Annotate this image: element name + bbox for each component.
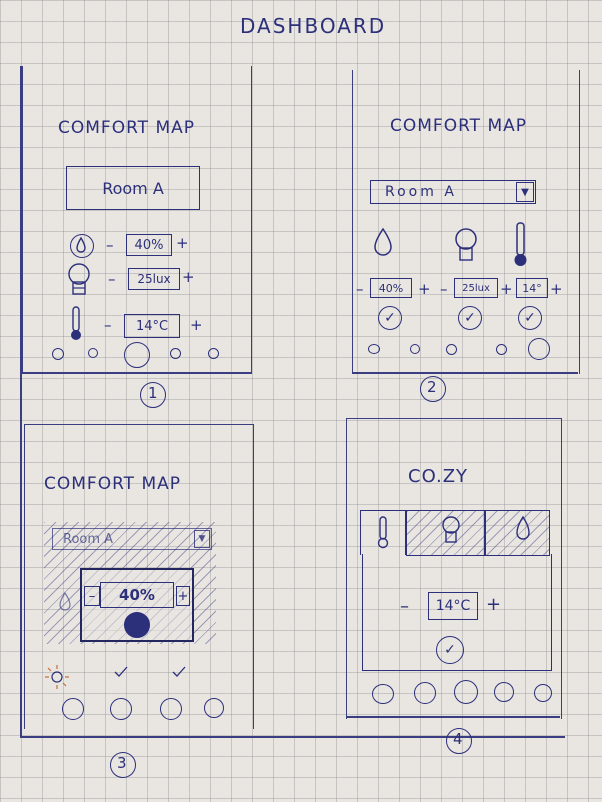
- screen-3-title: COMFORT MAP: [44, 474, 181, 494]
- page-title: DASHBOARD: [240, 14, 387, 38]
- room-dropdown-dimmed: Room A: [52, 528, 212, 550]
- drop-icon-glyph: [76, 236, 86, 253]
- bulb-icon: [68, 263, 90, 295]
- increase-light-button[interactable]: +: [500, 280, 513, 298]
- temp-value: 14°C: [124, 314, 180, 338]
- bulb-icon: [442, 516, 460, 543]
- screen-2-title: COMFORT MAP: [390, 116, 527, 136]
- screen-3-number: 3: [117, 754, 128, 772]
- decrease-humidity-button[interactable]: –: [106, 236, 114, 254]
- page-dot[interactable]: [446, 344, 457, 355]
- page-dot[interactable]: [62, 698, 84, 720]
- screen-3: [24, 424, 254, 729]
- page-dot[interactable]: [110, 698, 132, 720]
- page-dot[interactable]: [372, 684, 394, 704]
- popup-increase-button[interactable]: +: [176, 586, 190, 606]
- thermometer-icon: [514, 222, 527, 266]
- popup-value: 40%: [100, 582, 174, 608]
- thermometer-icon: [71, 306, 81, 340]
- page-dot[interactable]: [160, 698, 182, 720]
- room-dropdown[interactable]: Room A: [370, 180, 536, 204]
- page-dot[interactable]: [496, 344, 507, 355]
- room-selector[interactable]: Room A: [66, 166, 200, 210]
- temp-value: 14°C: [428, 592, 478, 620]
- page-dot[interactable]: [52, 348, 64, 360]
- drop-icon: [374, 227, 392, 256]
- light-value: 25lux: [128, 268, 180, 290]
- decrease-humidity-button[interactable]: –: [356, 280, 364, 298]
- increase-temp-button[interactable]: +: [486, 594, 502, 615]
- page-dot[interactable]: [494, 682, 514, 702]
- bulb-icon: [455, 228, 477, 261]
- increase-humidity-button[interactable]: +: [176, 234, 189, 252]
- page-dot[interactable]: [414, 682, 436, 704]
- screen-2-number: 2: [427, 378, 438, 396]
- humidity-value: 40%: [126, 234, 172, 256]
- page-dot[interactable]: [204, 698, 224, 718]
- room-label: Room A: [385, 184, 457, 200]
- drop-icon: [516, 515, 530, 540]
- thermometer-icon: [377, 516, 389, 549]
- temp-value: 14°: [516, 278, 548, 298]
- check-icon: ✓: [464, 310, 476, 326]
- confirm-light-button[interactable]: ✓: [458, 306, 482, 330]
- increase-temp-button[interactable]: +: [190, 316, 203, 334]
- sun-icon: [45, 665, 69, 689]
- confirm-humidity-button[interactable]: ✓: [378, 306, 402, 330]
- page-dot[interactable]: [410, 344, 420, 354]
- decrease-temp-button[interactable]: –: [104, 316, 112, 334]
- screen-2-number-circle: [420, 376, 446, 402]
- confirm-temp-button[interactable]: ✓: [518, 306, 542, 330]
- screen-1-number-circle: [140, 382, 166, 408]
- screen-1-baseline: [22, 372, 252, 374]
- drop-icon: [59, 591, 71, 611]
- page-dot-active[interactable]: [454, 680, 478, 704]
- increase-light-button[interactable]: +: [182, 268, 195, 286]
- drop-icon: [70, 234, 94, 258]
- page-dot-active[interactable]: [124, 342, 150, 368]
- check-icon: ✓: [524, 310, 536, 326]
- popup-confirm-button[interactable]: [124, 612, 150, 638]
- tab-content-panel: [362, 554, 552, 671]
- light-value: 25lux: [454, 278, 498, 298]
- screen-1: [22, 66, 252, 372]
- page-dot[interactable]: [88, 348, 98, 358]
- screen-3-number-circle: [110, 752, 136, 778]
- decrease-temp-button[interactable]: –: [400, 596, 409, 617]
- page-dot[interactable]: [170, 348, 181, 359]
- page-dot[interactable]: [208, 348, 219, 359]
- screen-2: [352, 70, 580, 374]
- chevron-down-icon[interactable]: ▼: [516, 182, 534, 202]
- chevron-down-icon: ▼: [194, 530, 210, 548]
- increase-temp-button[interactable]: +: [550, 280, 563, 298]
- page-rule-left: [20, 66, 22, 736]
- check-icon: [172, 666, 186, 677]
- screen-2-baseline: [352, 372, 578, 374]
- decrease-light-button[interactable]: –: [108, 270, 116, 288]
- increase-humidity-button[interactable]: +: [418, 280, 431, 298]
- page-rule-bottom: [20, 736, 565, 738]
- humidity-value: 40%: [370, 278, 412, 298]
- screen-1-number: 1: [148, 384, 159, 402]
- check-icon: ✓: [444, 642, 456, 658]
- room-label: Room A: [102, 178, 164, 198]
- page-dot-active[interactable]: [528, 338, 550, 360]
- check-icon: [114, 666, 128, 677]
- screen-4-title: CO.ZY: [408, 466, 469, 487]
- confirm-temp-button[interactable]: ✓: [436, 636, 464, 664]
- room-label: Room A: [63, 531, 114, 547]
- decrease-light-button[interactable]: –: [440, 280, 448, 298]
- check-icon: ✓: [384, 310, 396, 326]
- screen-4-number: 4: [453, 730, 464, 748]
- screen-4-number-circle: [446, 728, 472, 754]
- page-dot[interactable]: [534, 684, 552, 702]
- screen-1-title: COMFORT MAP: [58, 118, 195, 138]
- tab-temperature[interactable]: [360, 510, 406, 555]
- screen-4-baseline: [346, 716, 560, 718]
- screen-4: [346, 418, 562, 719]
- popup-decrease-button[interactable]: –: [84, 586, 100, 606]
- page-dot[interactable]: [368, 344, 380, 354]
